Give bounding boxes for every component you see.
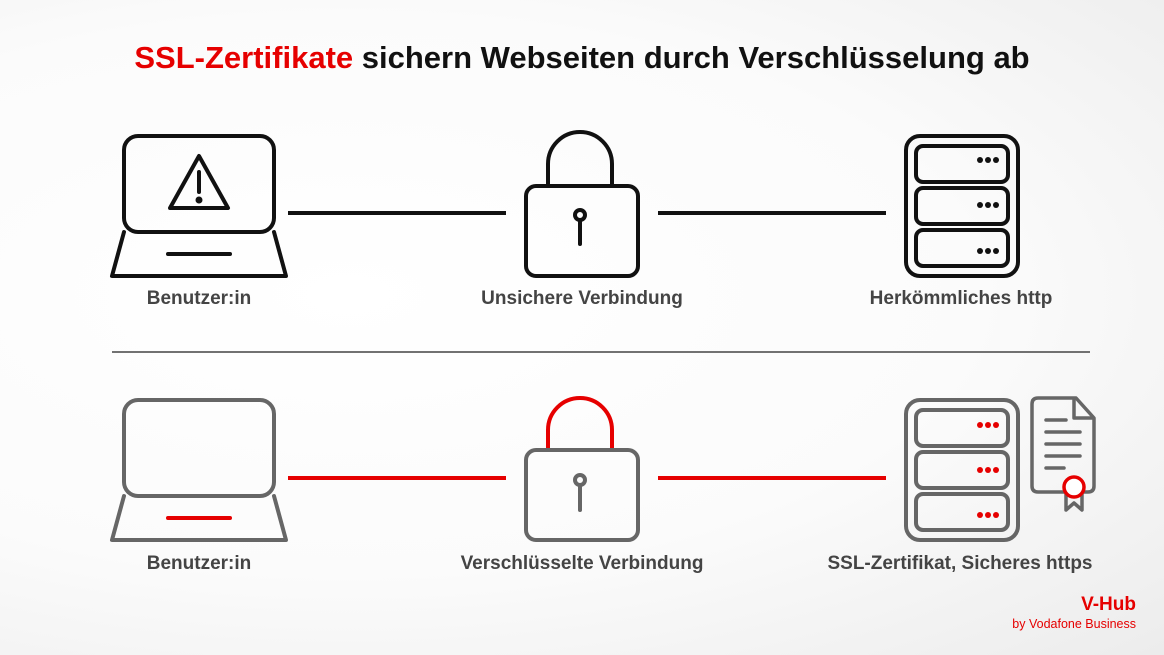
padlock-shackle-red (546, 396, 614, 452)
bottom-user-label: Benutzer:in (146, 553, 252, 574)
top-laptop-icon (110, 134, 288, 278)
top-server-dots (977, 157, 999, 254)
top-server-label: Herkömmliches http (869, 288, 1053, 309)
brand-logo: V-Hub by Vodafone Business (1012, 594, 1136, 632)
page-title: SSL-Zertifikate sichern Webseiten durch … (0, 40, 1164, 76)
certificate-icon (1030, 396, 1096, 512)
bottom-laptop-icon (110, 398, 288, 542)
bottom-padlock-icon (524, 448, 640, 542)
brand-sub: by Vodafone Business (1012, 617, 1136, 631)
warning-icon (168, 154, 230, 210)
top-connection-label: Unsichere Verbindung (481, 288, 683, 309)
certificate-seal (1062, 475, 1086, 499)
bottom-server-dots (977, 422, 999, 518)
title-rest: sichern Webseiten durch Verschlüsselung … (353, 40, 1030, 75)
top-user-label: Benutzer:in (146, 288, 252, 309)
brand-name: V-Hub (1081, 594, 1136, 615)
bottom-server-icon (904, 398, 1020, 542)
top-server-icon (904, 134, 1020, 278)
bottom-server-label: SSL-Zertifikat, Sicheres https (827, 553, 1093, 574)
top-padlock-icon (524, 130, 640, 278)
bottom-connection-label: Verschlüsselte Verbindung (460, 553, 704, 574)
title-highlight: SSL-Zertifikate (134, 40, 354, 75)
